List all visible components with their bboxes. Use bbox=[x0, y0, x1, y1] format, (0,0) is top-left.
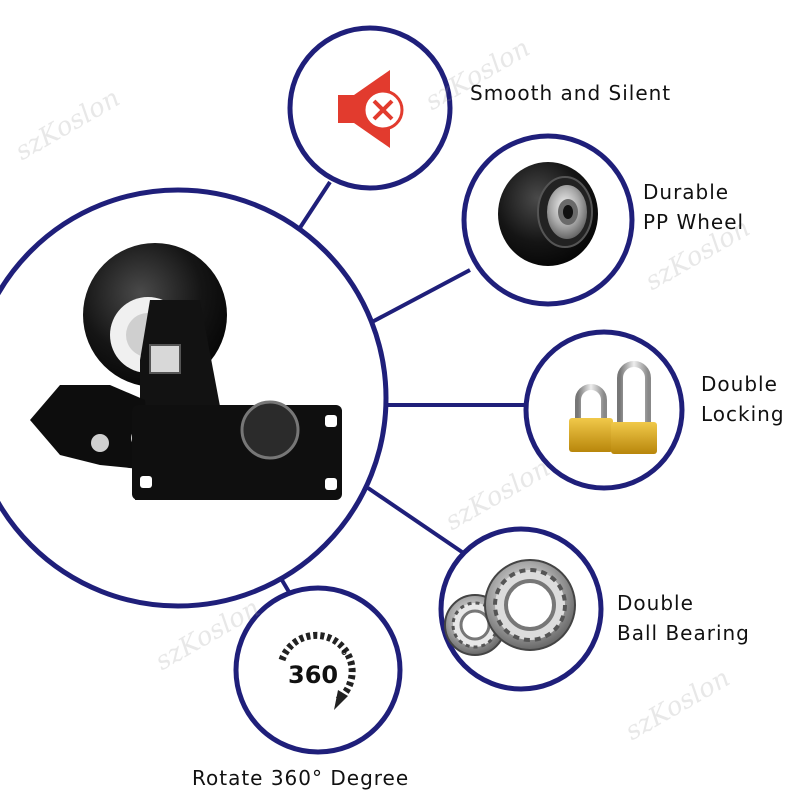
label-silent: Smooth and Silent bbox=[470, 78, 671, 108]
label-wheel: Durable PP Wheel bbox=[643, 177, 744, 237]
ball-bearing-icon bbox=[444, 559, 576, 656]
rotate-360-icon: 360 ° bbox=[278, 631, 356, 710]
label-wheel-line2: PP Wheel bbox=[643, 210, 745, 234]
swivel-caster-wheel-icon bbox=[30, 243, 342, 500]
rotate-badge-text: 360 bbox=[288, 661, 338, 689]
label-locking-line2: Locking bbox=[701, 402, 785, 426]
label-rotate: Rotate 360° Degree bbox=[192, 763, 409, 793]
connector-bearing bbox=[366, 486, 464, 554]
pp-wheel-icon bbox=[498, 162, 598, 266]
label-rotate-text: Rotate 360° Degree bbox=[192, 766, 410, 790]
connector-wheel bbox=[371, 268, 471, 324]
label-locking-line1: Double bbox=[701, 372, 778, 396]
label-bearing: Double Ball Bearing bbox=[617, 588, 750, 648]
padlock-icon bbox=[569, 361, 657, 454]
rotate-badge-degree: ° bbox=[340, 647, 348, 666]
label-locking: Double Locking bbox=[701, 369, 785, 429]
label-bearing-line2: Ball Bearing bbox=[617, 621, 750, 645]
label-bearing-line1: Double bbox=[617, 591, 694, 615]
label-wheel-line1: Durable bbox=[643, 180, 730, 204]
muted-speaker-icon bbox=[338, 70, 404, 148]
label-silent-text: Smooth and Silent bbox=[470, 81, 672, 105]
rotate-circle bbox=[233, 585, 403, 755]
